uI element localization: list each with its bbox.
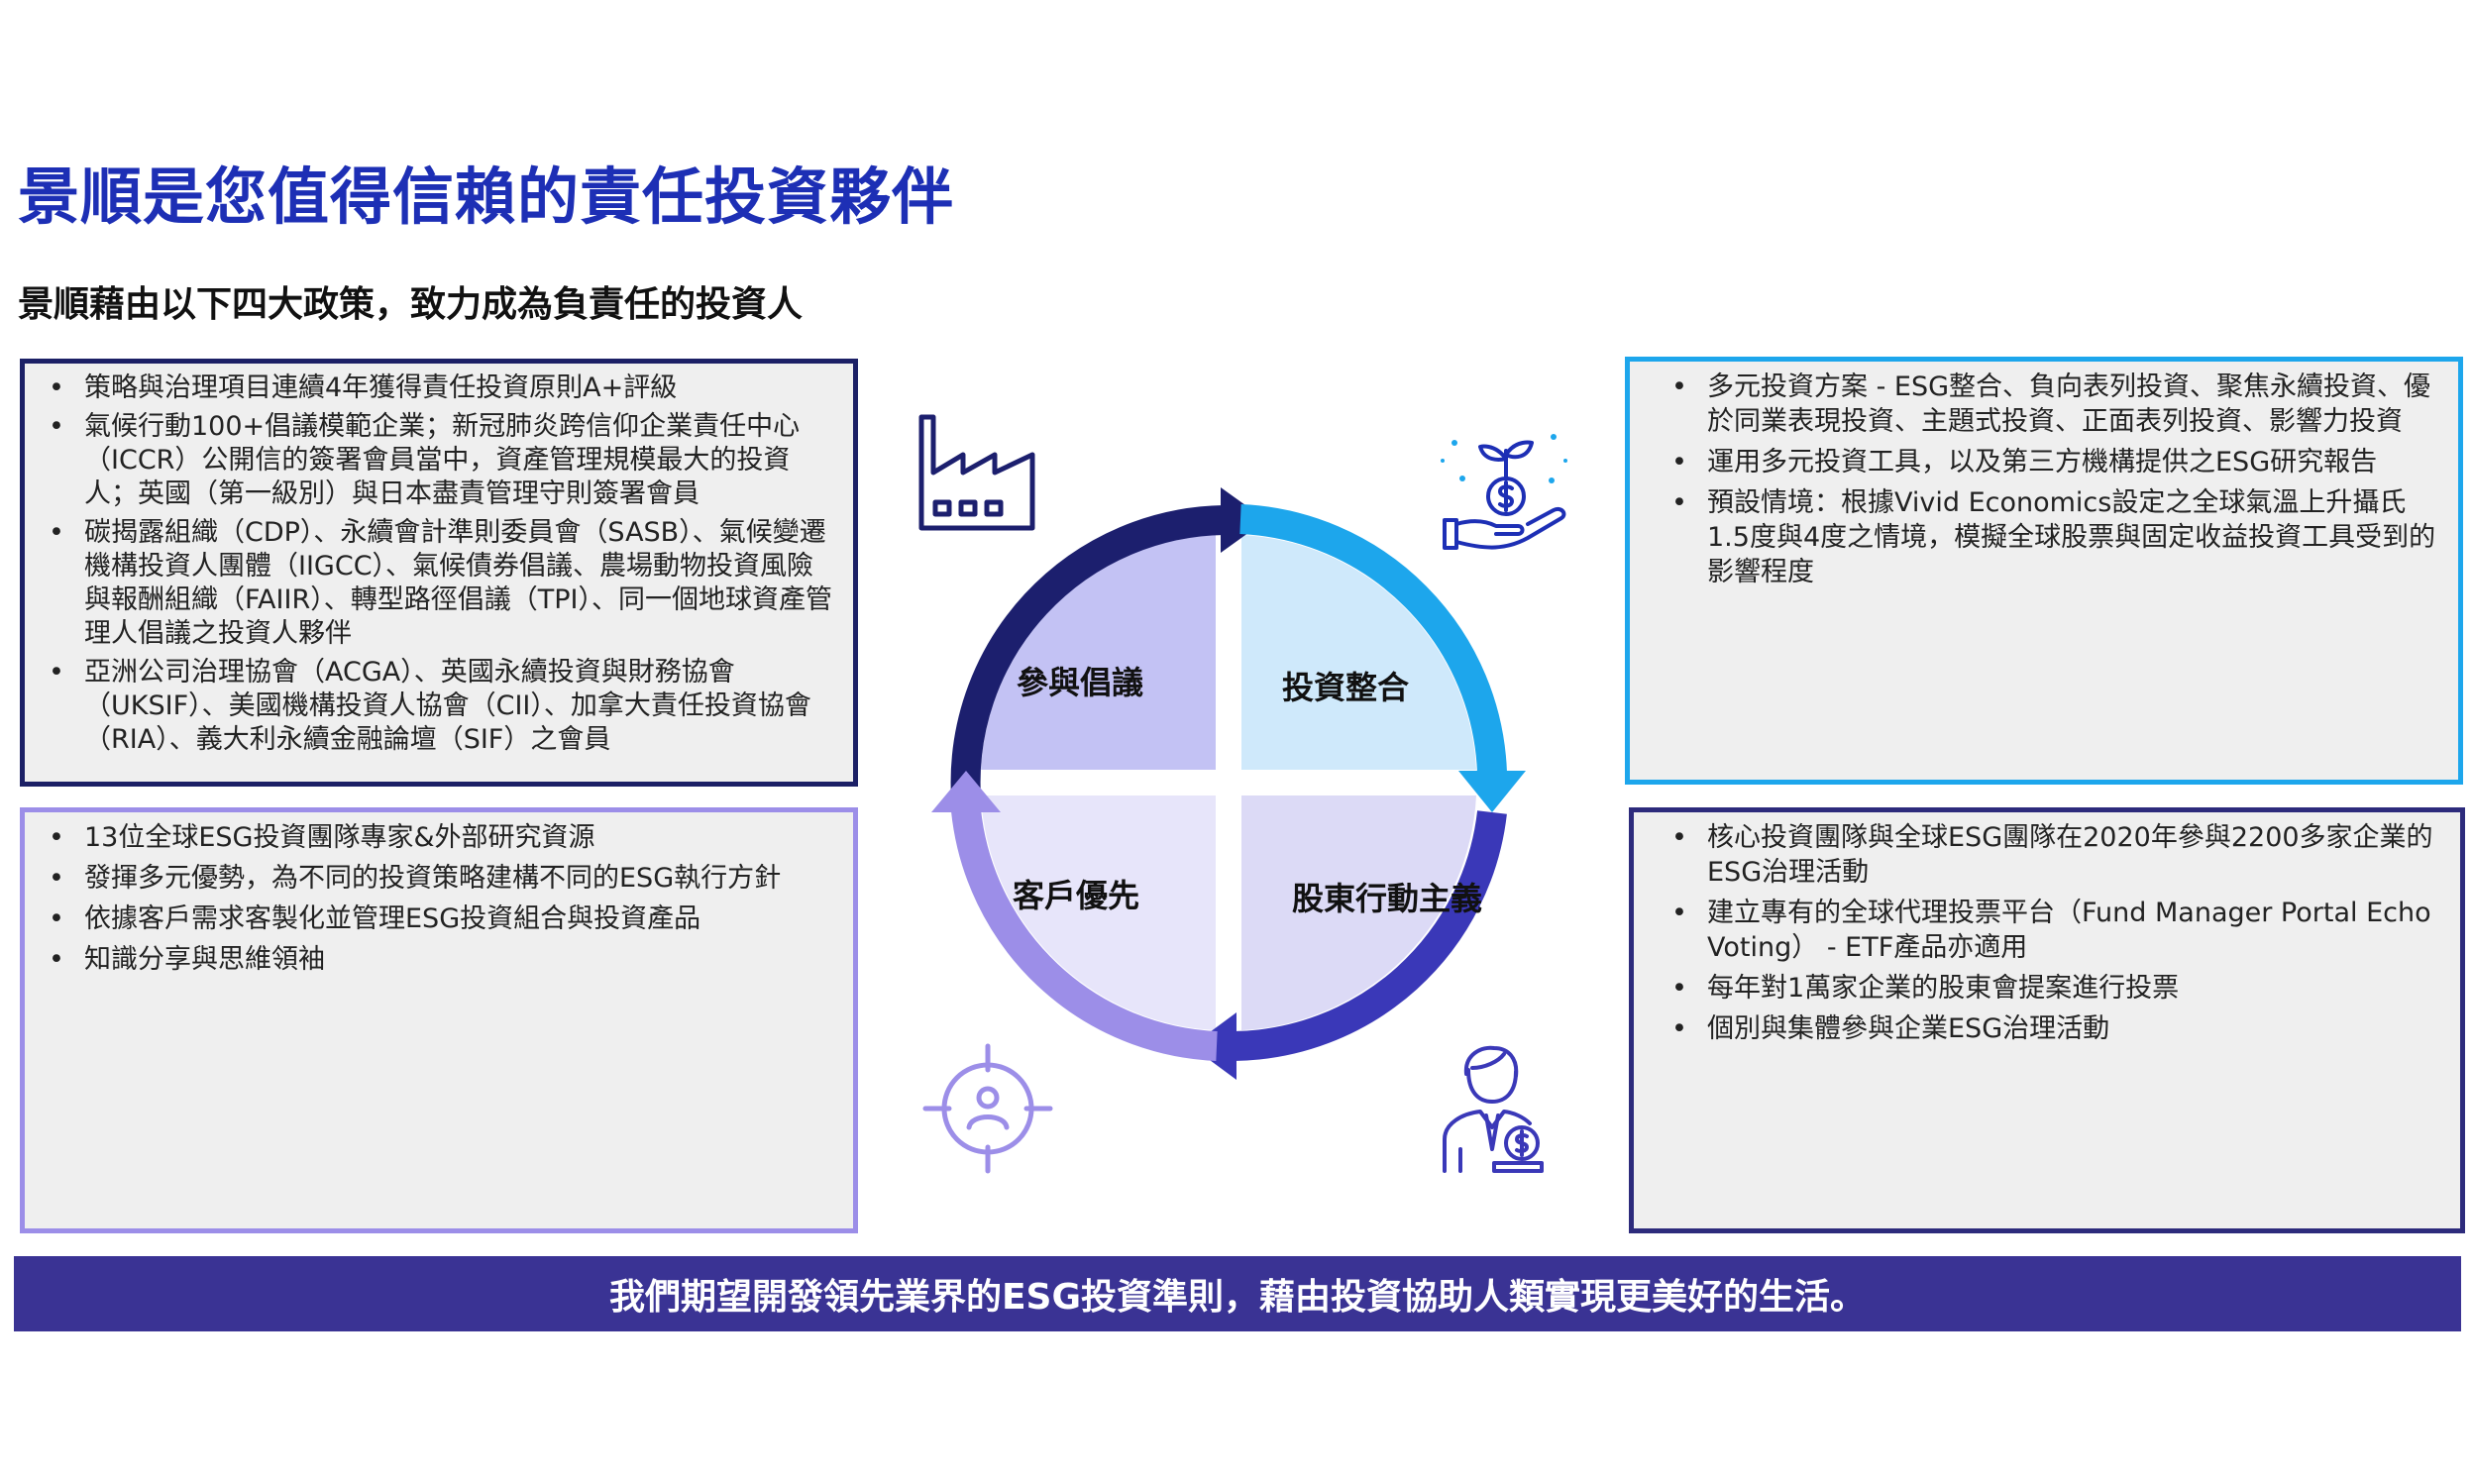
integration-quadrant xyxy=(1241,535,1476,770)
client-quadrant xyxy=(981,795,1216,1030)
list-item: 運用多元投資工具，以及第三方機構提供之ESG研究報告 xyxy=(1669,445,2444,479)
integration-arrowhead xyxy=(1458,771,1526,812)
list-item: 氣候行動100+倡議模範企業；新冠肺炎跨信仰企業責任中心（ICCR）公開信的簽署… xyxy=(47,410,839,511)
activism-quadrant xyxy=(1241,795,1476,1030)
list-item: 碳揭露組織（CDP）、永續會計準則委員會（SASB）、氣候變遷機構投資人團體（I… xyxy=(47,516,839,651)
advocacy-arrow xyxy=(950,505,1225,798)
target-person-icon xyxy=(922,1043,1053,1174)
list-item: 預設情境：根據Vivid Economics設定之全球氣溫上升攝氏1.5度與4度… xyxy=(1669,485,2444,589)
page-subtitle: 景順藉由以下四大政策，致力成為負責任的投資人 xyxy=(18,284,804,325)
list-item: 多元投資方案 - ESG整合、負向表列投資、聚焦永續投資、優於同業表現投資、主題… xyxy=(1669,370,2444,439)
businessman-coin-icon xyxy=(1443,1045,1544,1173)
activism-label: 股東行動主義 xyxy=(1292,880,1482,917)
money-plant-hand-icon xyxy=(1441,434,1567,550)
client-box: 13位全球ESG投資團隊專家&外部研究資源 發揮多元優勢，為不同的投資策略建構不… xyxy=(20,807,858,1233)
advocacy-quadrant xyxy=(981,535,1216,770)
list-item: 核心投資團隊與全球ESG團隊在2020年參與2200多家企業的ESG治理活動 xyxy=(1669,820,2446,890)
activism-list: 核心投資團隊與全球ESG團隊在2020年參與2200多家企業的ESG治理活動 建… xyxy=(1669,820,2446,1046)
client-label: 客戶優先 xyxy=(1013,877,1139,914)
activism-arrow xyxy=(1233,810,1507,1061)
advocacy-list: 策略與治理項目連續4年獲得責任投資原則A+評級 氣候行動100+倡議模範企業；新… xyxy=(47,371,839,757)
list-item: 依據客戶需求客製化並管理ESG投資組合與投資產品 xyxy=(47,901,839,936)
mission-banner: 我們期望開發領先業界的ESG投資準則，藉由投資協助人類實現更美好的生活。 xyxy=(14,1256,2461,1331)
integration-arrow xyxy=(1239,504,1507,774)
advocacy-box: 策略與治理項目連續4年獲得責任投資原則A+評級 氣候行動100+倡議模範企業；新… xyxy=(20,359,858,787)
integration-list: 多元投資方案 - ESG整合、負向表列投資、聚焦永續投資、優於同業表現投資、主題… xyxy=(1669,370,2444,589)
client-arrow xyxy=(951,808,1218,1061)
list-item: 個別與集體參與企業ESG治理活動 xyxy=(1669,1011,2446,1046)
integration-label: 投資整合 xyxy=(1282,669,1409,706)
list-item: 每年對1萬家企業的股東會提案進行投票 xyxy=(1669,971,2446,1006)
list-item: 13位全球ESG投資團隊專家&外部研究資源 xyxy=(47,820,839,855)
page-title: 景順是您值得信賴的責任投資夥伴 xyxy=(18,160,955,233)
list-item: 策略與治理項目連續4年獲得責任投資原則A+評級 xyxy=(47,371,839,405)
list-item: 建立專有的全球代理投票平台（Fund Manager Portal Echo V… xyxy=(1669,896,2446,965)
list-item: 亞洲公司治理協會（ACGA）、英國永續投資與財務協會（UKSIF）、美國機構投資… xyxy=(47,656,839,757)
policy-cycle-diagram: 參與倡議 投資整合 客戶優先 股東行動主義 xyxy=(931,487,1526,1080)
advocacy-label: 參與倡議 xyxy=(1017,664,1143,701)
client-arrowhead xyxy=(931,771,1001,812)
integration-box: 多元投資方案 - ESG整合、負向表列投資、聚焦永續投資、優於同業表現投資、主題… xyxy=(1625,357,2463,785)
list-item: 發揮多元優勢，為不同的投資策略建構不同的ESG執行方針 xyxy=(47,861,839,896)
client-list: 13位全球ESG投資團隊專家&外部研究資源 發揮多元優勢，為不同的投資策略建構不… xyxy=(47,820,839,977)
list-item: 知識分享與思維領袖 xyxy=(47,942,839,977)
activism-box: 核心投資團隊與全球ESG團隊在2020年參與2200多家企業的ESG治理活動 建… xyxy=(1629,807,2465,1233)
factory-icon xyxy=(918,414,1035,531)
